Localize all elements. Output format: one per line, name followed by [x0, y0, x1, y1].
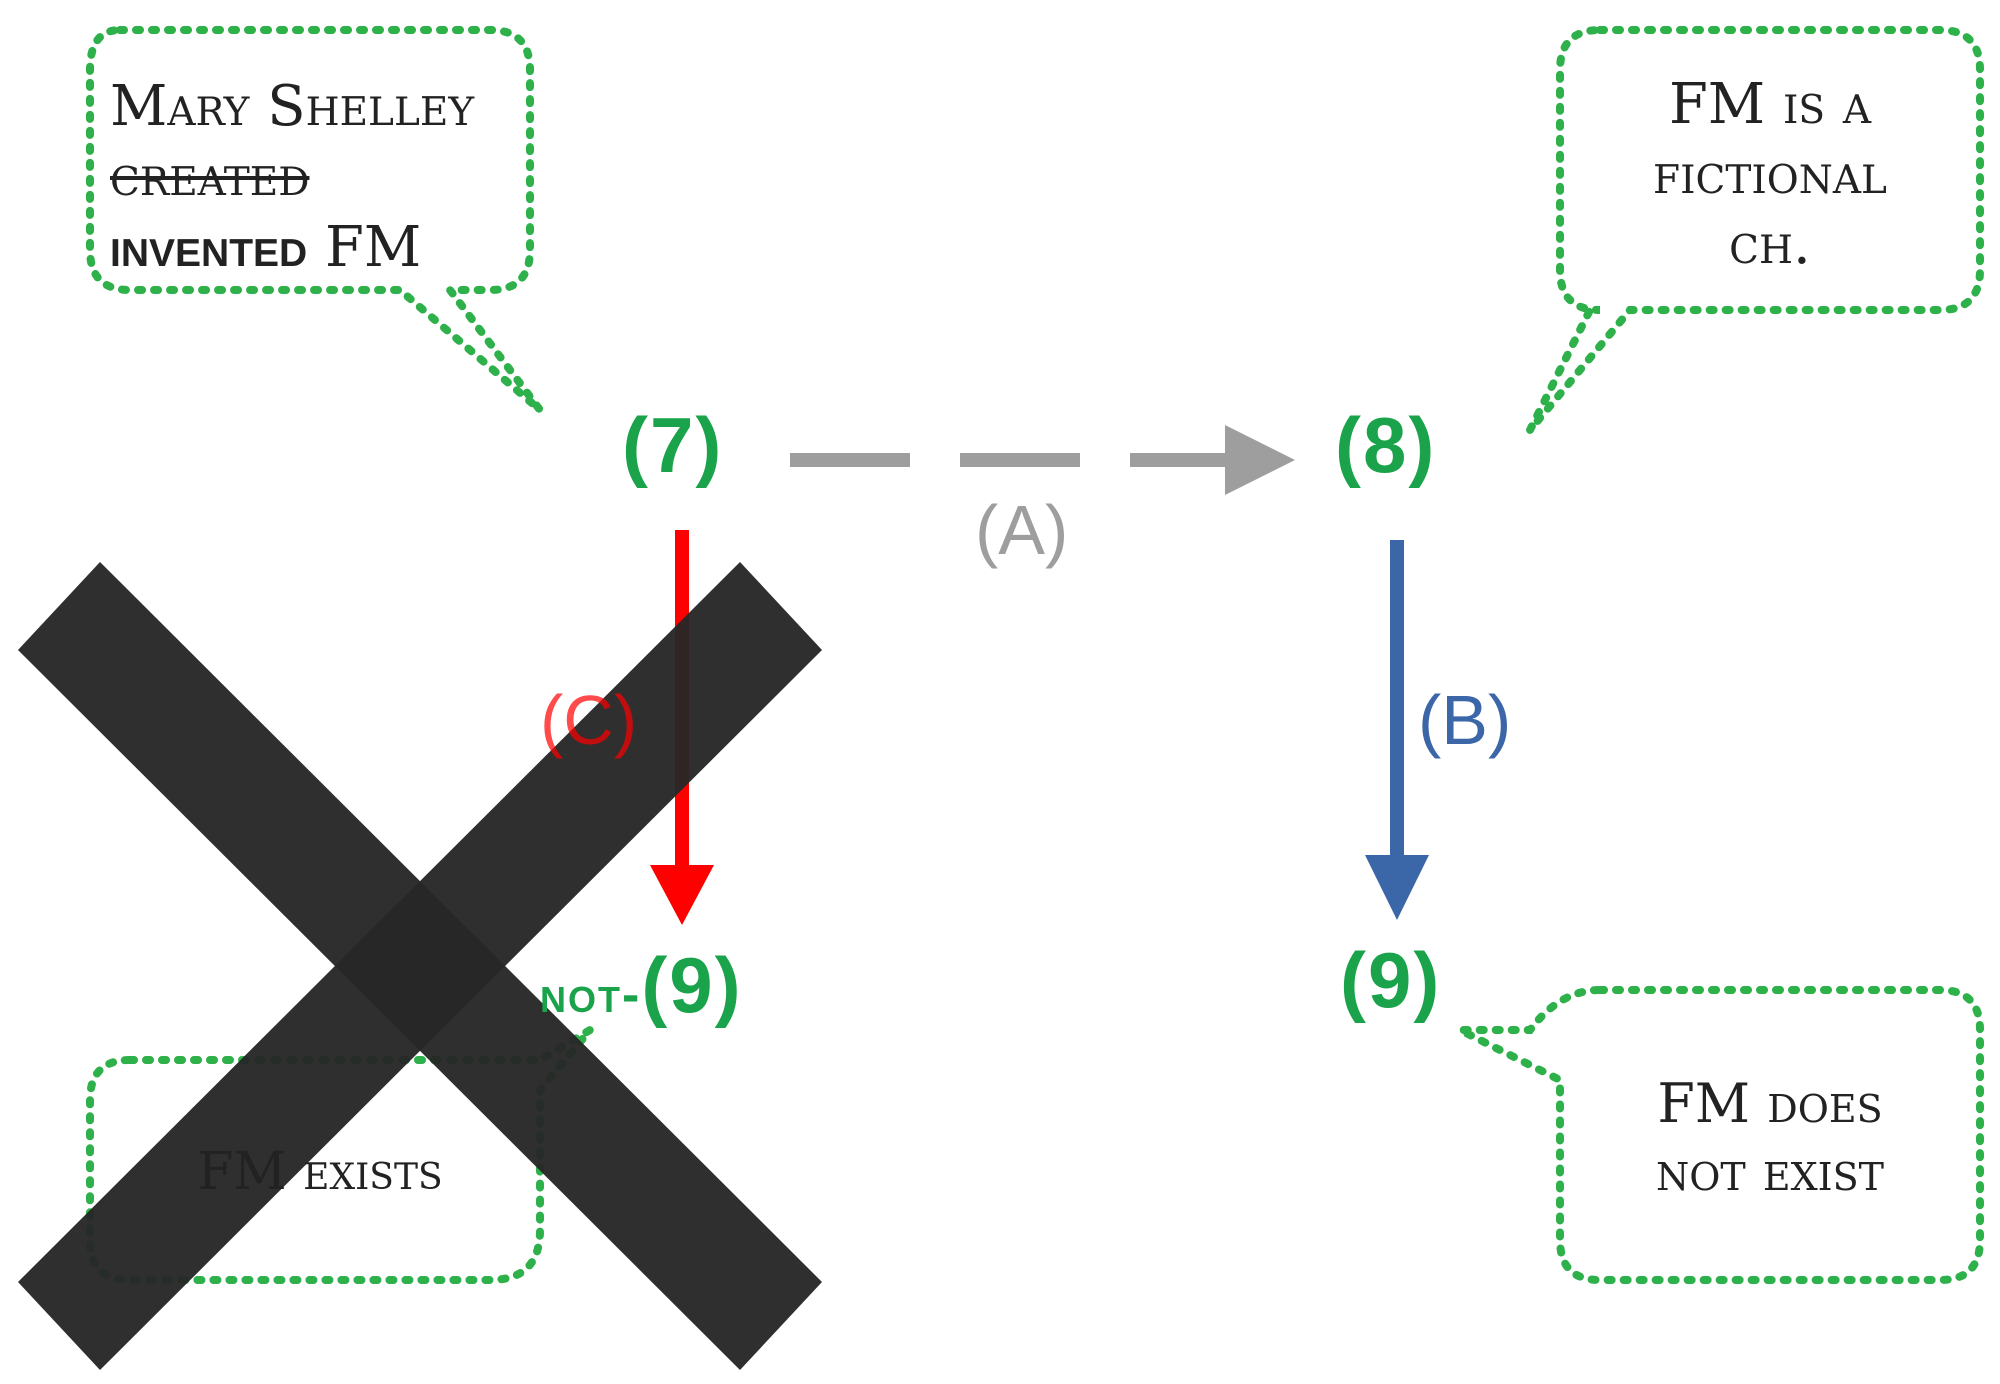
bubble-top-left-text: Mary Shelley created invented FM [110, 72, 510, 283]
edge-a-arrow [790, 425, 1295, 495]
bubble-top-right-line2: fictional [1653, 142, 1887, 207]
x-mark-icon [18, 562, 822, 1370]
bubble-top-left-line2: created [110, 144, 310, 209]
node-9-left-label: (9) [641, 941, 743, 1029]
edge-a-label: (A) [975, 491, 1069, 569]
bubble-bottom-left-outline [86, 1026, 594, 1284]
bubble-top-left-bold-word: invented [110, 215, 308, 278]
node-9-right: (9) [1340, 936, 1442, 1024]
bubble-top-left-outline [86, 26, 544, 414]
node-7: (7) [622, 401, 724, 489]
node-9-left-prefix: not- [540, 966, 642, 1024]
edge-b-arrow [1365, 540, 1429, 920]
bubble-top-left-line1: Mary Shelley [110, 74, 475, 139]
bubble-bottom-right-line1: FM does [1657, 1072, 1883, 1135]
bubble-top-right-outline [1526, 26, 1984, 433]
bubble-bottom-right-text: FM does not exist [1590, 1070, 1950, 1205]
bubble-top-left-line3: invented FM [110, 212, 510, 283]
bubble-top-left-line3-rest: FM [325, 215, 422, 280]
edge-c-label: (C) [540, 681, 638, 759]
edge-b-label: (B) [1418, 681, 1512, 759]
node-9-left: not-(9) [540, 940, 743, 1031]
bubble-bottom-left-text: FM exists [140, 1140, 500, 1205]
bubble-top-right-line1: FM is a [1668, 72, 1872, 137]
bubble-top-right-line3: ch. [1729, 212, 1811, 277]
bubble-top-right-text: FM is a fictional ch. [1590, 70, 1950, 280]
bubble-bottom-right-line2: not exist [1655, 1139, 1885, 1203]
bubble-bottom-right-outline [1458, 986, 1984, 1284]
bubble-bottom-left-line1: FM exists [197, 1142, 443, 1202]
node-8: (8) [1335, 401, 1437, 489]
